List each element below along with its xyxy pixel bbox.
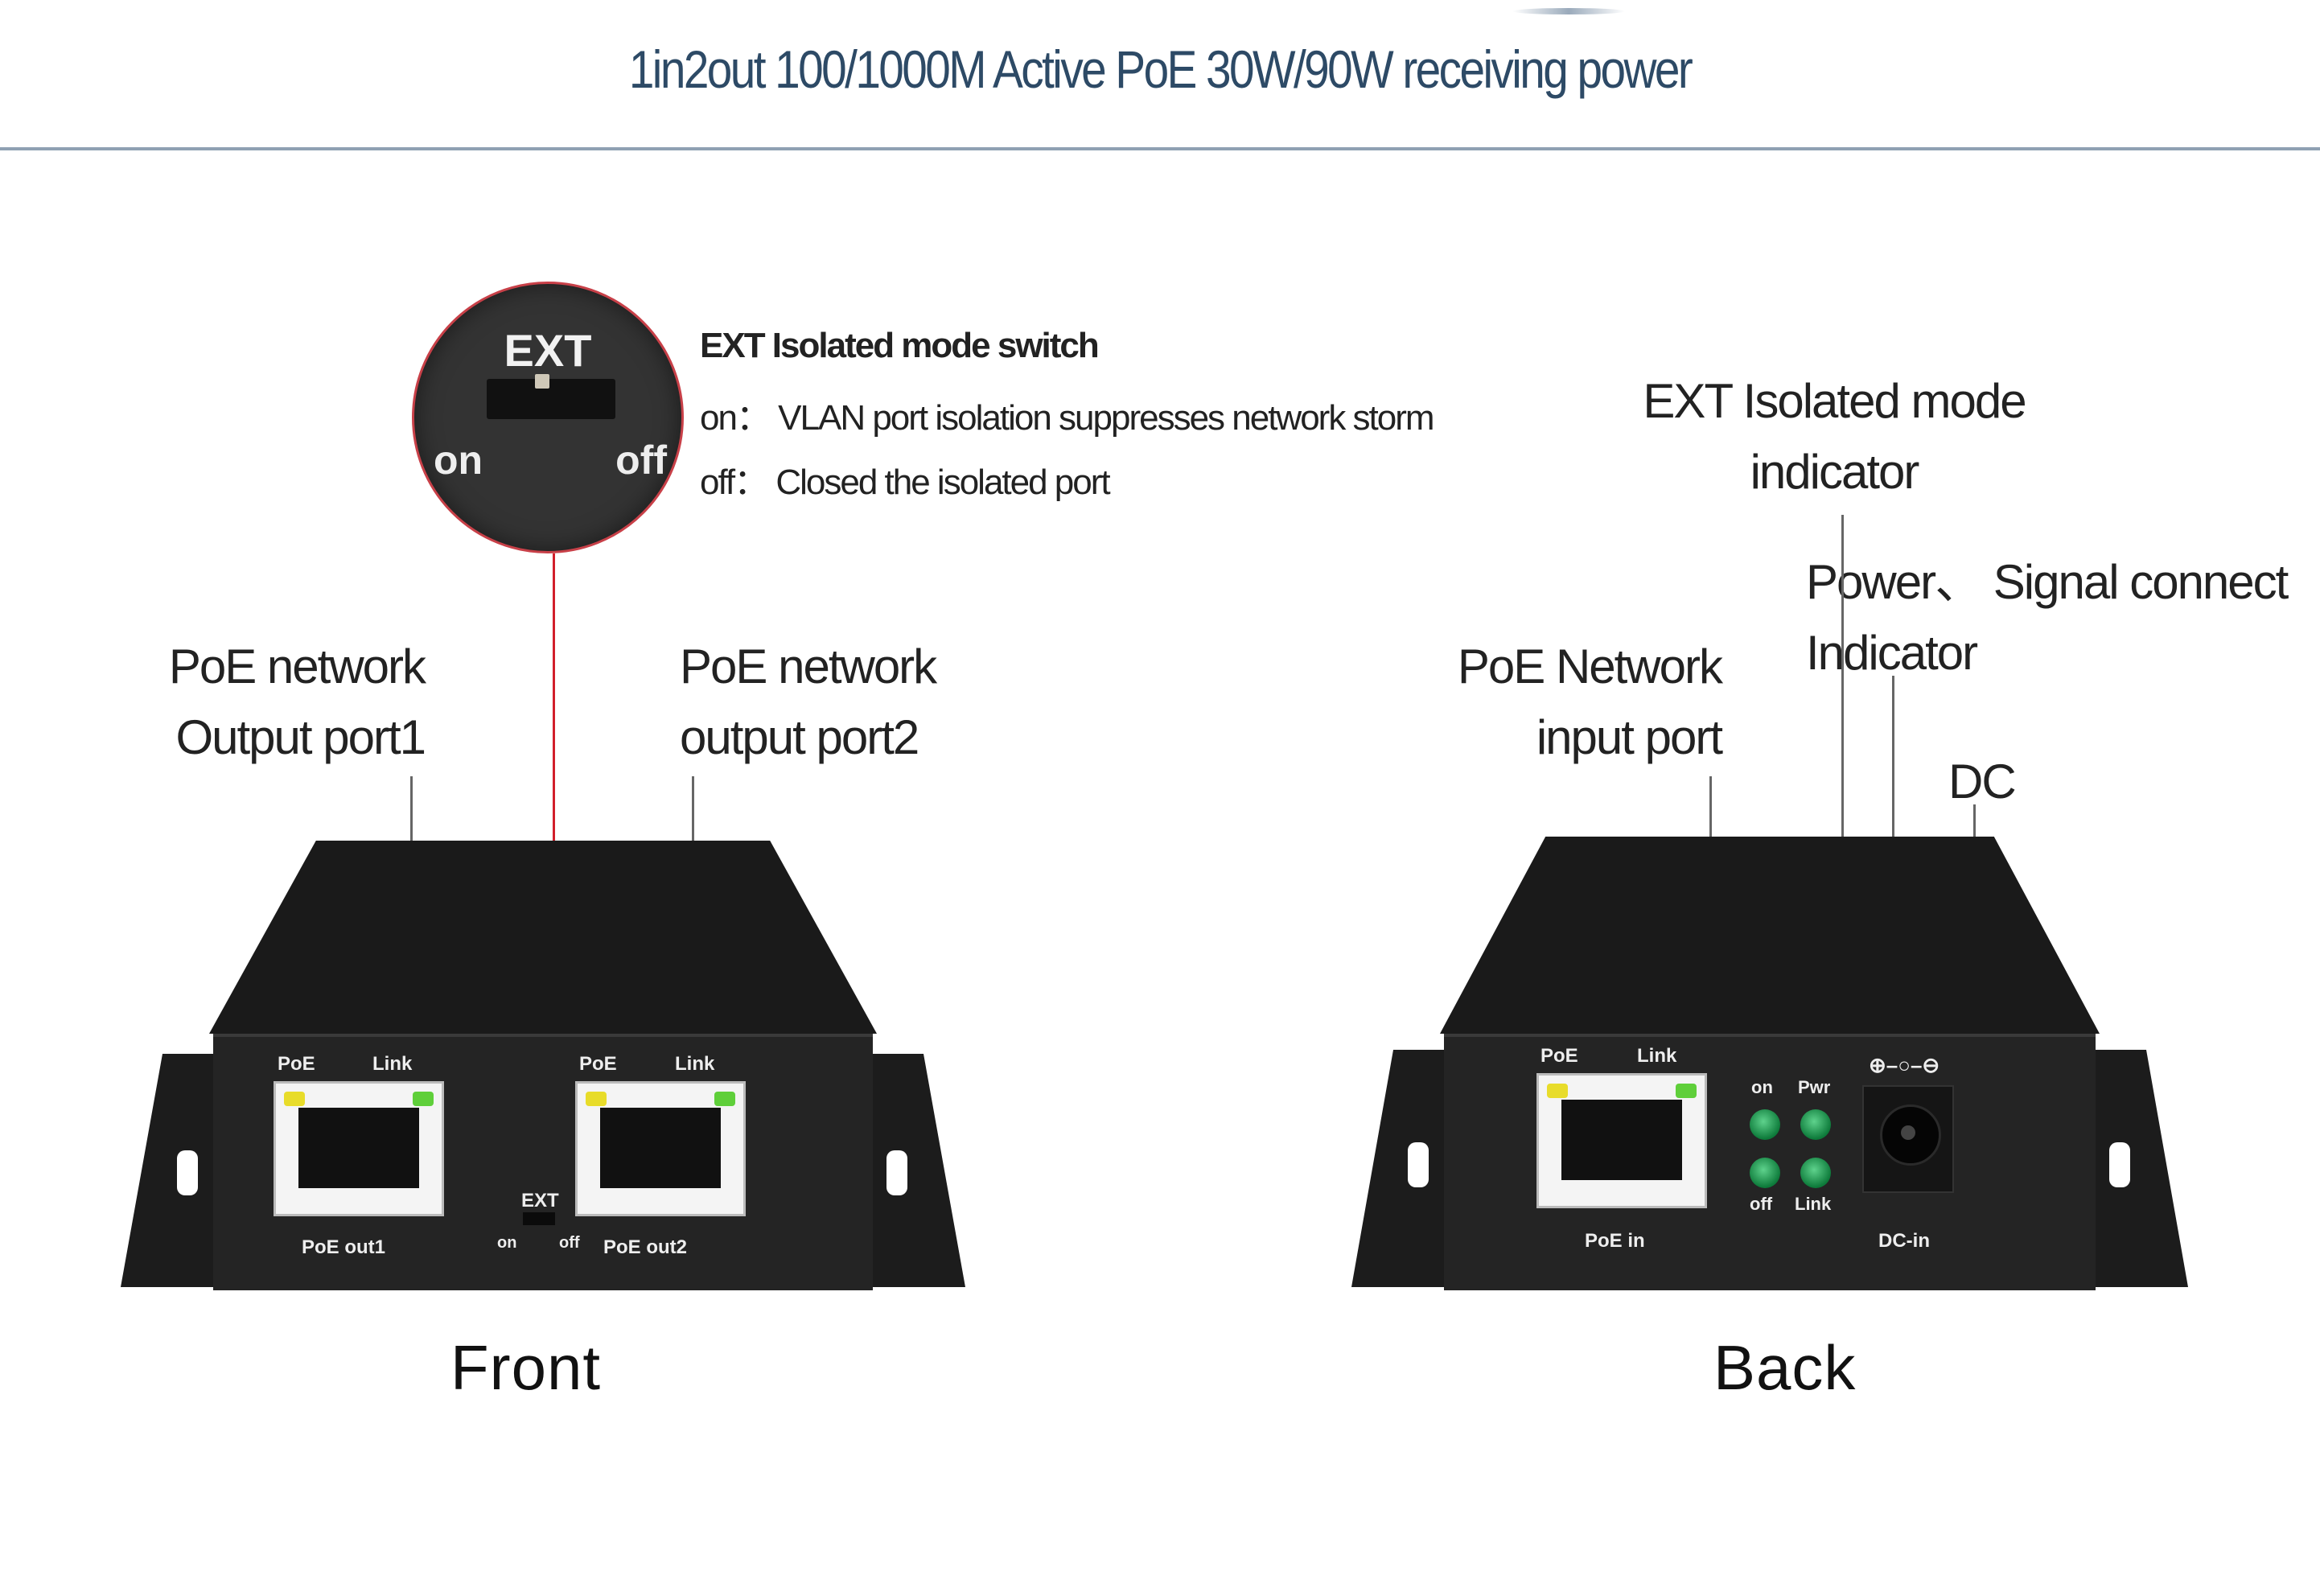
dc-pin-icon	[1901, 1125, 1915, 1140]
magnifier-switch-icon	[487, 374, 615, 419]
ext-on-indicator-label: on	[1751, 1077, 1773, 1097]
port1-poe-led-label: PoE	[278, 1053, 315, 1075]
back-ext-indicator-callout: EXT Isolated mode indicator	[1609, 366, 2059, 508]
callout-line: PoE network	[168, 640, 426, 693]
dc-jack	[1862, 1085, 1954, 1193]
magnifier-ext-label: EXT	[504, 325, 592, 376]
mount-ear-left	[1351, 1050, 1456, 1287]
back-power-signal-callout: Power、 Signal connect Indicator	[1806, 547, 2289, 689]
ext-switch-icon	[523, 1212, 555, 1225]
front-port2-callout: PoE network output port2	[680, 631, 937, 773]
callout-line: output port2	[680, 710, 919, 764]
mount-ear-left	[121, 1054, 225, 1287]
rj45-port-in	[1536, 1073, 1707, 1208]
pwr-indicator-label: Pwr	[1798, 1077, 1831, 1097]
magnifier-off-label: off	[615, 438, 667, 483]
rj45-port-out2	[575, 1081, 746, 1216]
poe-led-icon	[1547, 1084, 1568, 1098]
link-led-icon	[1676, 1084, 1697, 1098]
jack-icon	[1561, 1100, 1682, 1180]
device-top-cover	[1440, 837, 2100, 1034]
port2-poe-led-label: PoE	[579, 1053, 617, 1075]
jack-icon	[600, 1108, 721, 1188]
callout-line: EXT Isolated mode	[1643, 374, 2026, 428]
jack-icon	[298, 1108, 419, 1188]
header-divider	[0, 147, 2320, 150]
link-indicator-label: Link	[1795, 1194, 1832, 1214]
ext-switch-off-desc: off： Closed the isolated port	[700, 463, 1111, 502]
back-input-port-callout: PoE Network input port	[1319, 631, 1723, 773]
poe-led-icon	[284, 1092, 305, 1106]
ext-switch-heading: EXT Isolated mode switch	[700, 326, 1100, 365]
ext-on-led-icon	[1750, 1109, 1780, 1140]
port-in-label: PoE in	[1585, 1230, 1645, 1252]
front-caption: Front	[450, 1332, 602, 1403]
link-led-icon	[1800, 1158, 1831, 1188]
front-device: PoE Link PoE out1 EXT on off PoE Link Po…	[121, 841, 965, 1291]
ext-on-label: on	[497, 1234, 517, 1252]
ext-switch-on-desc: on： VLAN port isolation suppresses netwo…	[700, 398, 1435, 438]
dc-in-label: DC-in	[1878, 1230, 1930, 1252]
ext-switch-magnifier: EXT on off	[412, 282, 684, 553]
device-top-cover	[209, 841, 877, 1034]
front-panel: PoE Link PoE out1 EXT on off PoE Link Po…	[213, 1034, 873, 1290]
page-title: 1in2out 100/1000M Active PoE 30W/90W rec…	[628, 39, 1693, 99]
back-device: PoE Link PoE in on Pwr off Link ⊕–○–⊖ DC…	[1351, 837, 2188, 1291]
mount-ear-right	[2083, 1050, 2188, 1287]
callout-line: Power、 Signal connect	[1806, 555, 2289, 609]
callout-line: indicator	[1750, 445, 1920, 499]
ext-indicator-leader-line	[1841, 515, 1844, 1106]
top-decoration	[1512, 8, 1625, 14]
port-in-poe-led-label: PoE	[1540, 1045, 1578, 1067]
rj45-port-out1	[274, 1081, 444, 1216]
ext-off-label: off	[559, 1234, 580, 1252]
dc-polarity-icon: ⊕–○–⊖	[1869, 1053, 1940, 1077]
link-led-icon	[413, 1092, 434, 1106]
mount-ear-right	[861, 1054, 965, 1287]
callout-line: PoE network	[680, 640, 937, 693]
back-caption: Back	[1713, 1332, 1857, 1403]
callout-line: input port	[1536, 710, 1723, 764]
link-led-icon	[714, 1092, 735, 1106]
port2-label: PoE out2	[603, 1236, 688, 1258]
switch-knob	[535, 374, 549, 389]
pwr-led-icon	[1800, 1109, 1831, 1140]
port1-link-led-label: Link	[372, 1053, 413, 1075]
callout-line: Output port1	[175, 710, 426, 764]
port2-link-led-label: Link	[675, 1053, 715, 1075]
magnifier-on-label: on	[434, 438, 483, 483]
port-in-link-led-label: Link	[1637, 1045, 1677, 1067]
port1-label: PoE out1	[302, 1236, 386, 1258]
callout-line: PoE Network	[1457, 640, 1723, 693]
front-port1-callout: PoE network Output port1	[121, 631, 426, 773]
callout-line: Indicator	[1806, 626, 1978, 680]
poe-led-icon	[586, 1092, 607, 1106]
ext-off-indicator-label: off	[1750, 1194, 1773, 1214]
back-dc-callout: DC	[1948, 755, 2017, 808]
ext-switch-label: EXT	[521, 1190, 559, 1211]
back-panel: PoE Link PoE in on Pwr off Link ⊕–○–⊖ DC…	[1444, 1034, 2096, 1290]
ext-off-led-icon	[1750, 1158, 1780, 1188]
